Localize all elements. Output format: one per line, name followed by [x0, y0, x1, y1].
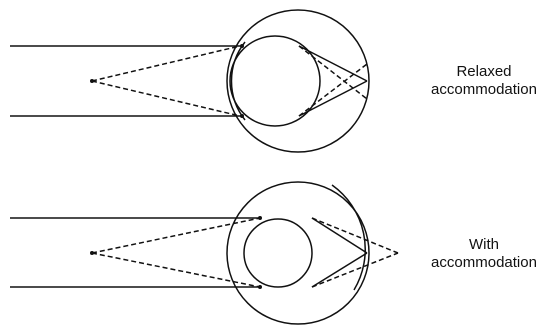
refracted-ray-upper — [311, 217, 368, 254]
eyeball — [226, 9, 370, 153]
entry-point-upper — [258, 216, 262, 220]
refracted-ray-lower — [311, 252, 368, 288]
label-line-1: With — [469, 236, 499, 253]
label-line-2: accommodation — [431, 81, 537, 98]
label-line-2: accommodation — [431, 254, 537, 271]
outer-arc — [331, 184, 366, 291]
entry-point-lower — [258, 285, 262, 289]
focal-point — [90, 251, 94, 255]
focal-point — [90, 79, 94, 83]
dashed-ray-left-upper — [91, 45, 241, 82]
lens — [229, 35, 321, 127]
relaxed-accommodation-label: Relaxed accommodation — [412, 63, 556, 99]
label-line-1: Relaxed — [456, 63, 512, 80]
dashed-ray-left-lower — [91, 252, 261, 288]
dashed-ray-right-upper — [298, 45, 368, 100]
accommodated-eye — [10, 181, 399, 325]
dashed-ray-right-lower — [298, 63, 368, 117]
eyeball — [226, 181, 370, 325]
dashed-ray-left-lower — [91, 80, 241, 117]
relaxed-eye — [10, 9, 370, 153]
with-accommodation-label: With accommodation — [412, 236, 556, 272]
dashed-ray-right-upper — [311, 217, 399, 254]
cornea-arc — [230, 41, 246, 121]
entry-point-lower — [240, 114, 244, 118]
lens — [243, 218, 313, 288]
dashed-ray-right-lower — [311, 252, 399, 288]
entry-point-upper — [240, 44, 244, 48]
refracted-ray-lower — [298, 80, 368, 117]
dashed-ray-left-upper — [91, 217, 261, 254]
refracted-ray-upper — [298, 45, 368, 82]
